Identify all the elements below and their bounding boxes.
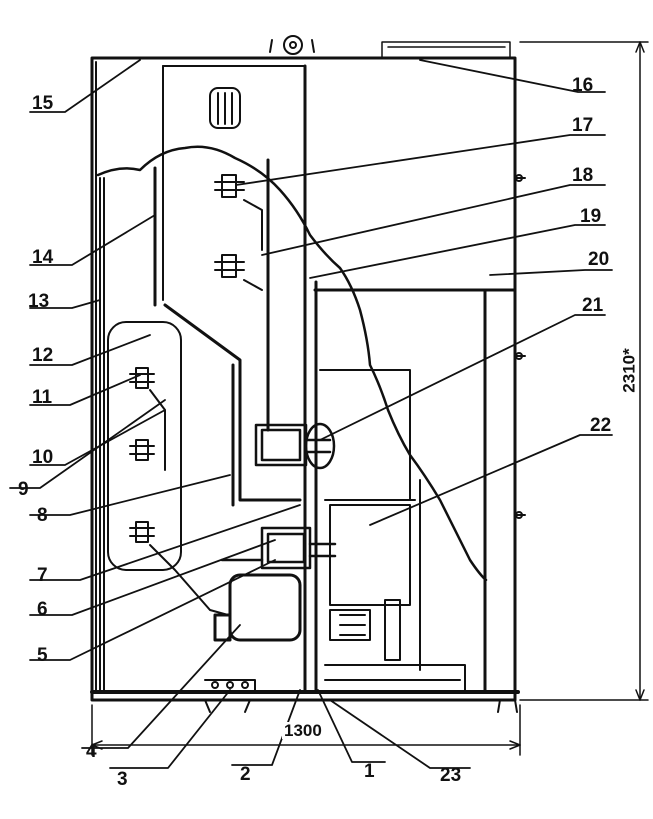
callout-16: 16: [572, 75, 594, 96]
callout-7: 7: [37, 565, 48, 586]
callout-11: 11: [32, 387, 53, 408]
callout-19: 19: [580, 206, 602, 227]
transformer: [213, 573, 302, 642]
callout-22: 22: [590, 415, 612, 436]
callout-1: 1: [364, 761, 375, 782]
busbar-frame: [153, 64, 517, 692]
breaker-chamber: [319, 369, 466, 691]
top-vent-box: [381, 41, 511, 59]
leader-lines: [9, 59, 613, 769]
height-dimension-label: 2310*: [619, 348, 639, 393]
callout-15: 15: [32, 93, 54, 114]
callout-23: 23: [440, 765, 462, 786]
callout-9: 9: [18, 479, 29, 500]
callout-10: 10: [32, 447, 54, 468]
callout-17: 17: [572, 115, 594, 136]
door-hinges: [514, 174, 526, 519]
callout-18: 18: [572, 165, 594, 186]
dimension-lines: [91, 41, 649, 756]
callout-2: 2: [240, 764, 251, 785]
callout-12: 12: [32, 345, 54, 366]
isolator-upper: [254, 422, 336, 470]
callout-5: 5: [37, 645, 48, 666]
callout-13: 13: [28, 291, 50, 312]
callout-6: 6: [37, 599, 48, 620]
callout-20: 20: [588, 249, 610, 270]
callout-8: 8: [37, 505, 48, 526]
callout-4: 4: [86, 741, 97, 762]
floor-details: [204, 679, 518, 713]
door-panel: [99, 177, 182, 691]
callout-21: 21: [582, 295, 604, 316]
width-dimension-label: 1300: [282, 721, 324, 740]
callout-3: 3: [117, 769, 128, 790]
isolator-lower: [220, 526, 337, 570]
lifting-eye: [269, 35, 315, 55]
upper-contacts: [214, 174, 263, 291]
left-contacts: [129, 367, 229, 616]
callout-14: 14: [32, 247, 54, 268]
